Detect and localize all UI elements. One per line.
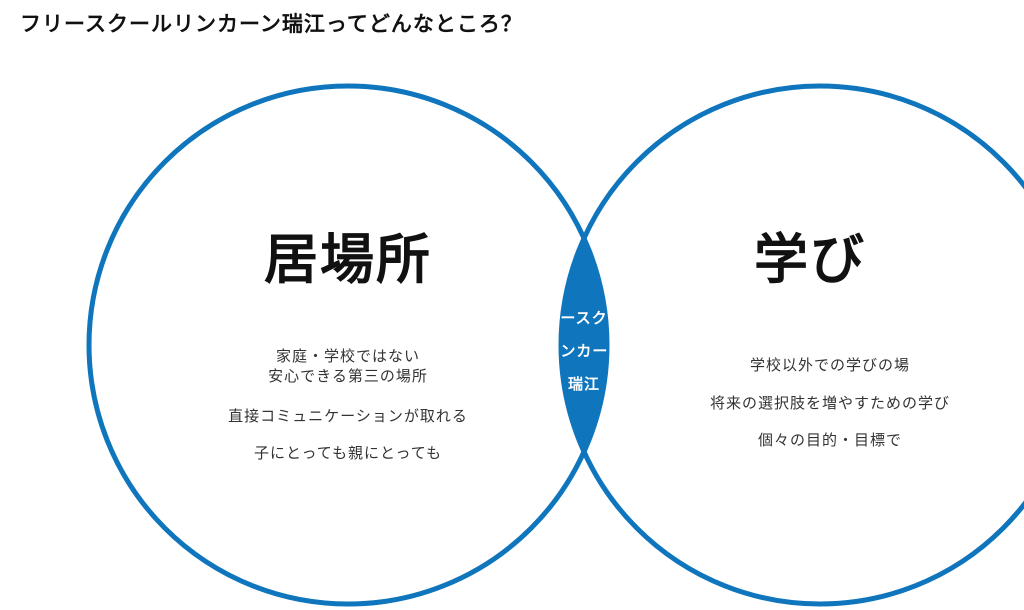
center-label: リンカーン [544,342,624,360]
left-circle [86,83,610,607]
right-point: 個々の目的・目標で [757,431,902,449]
center-label: フリースクール [528,309,640,327]
left-point: 家庭・学校ではない [275,347,420,365]
right-point: 将来の選択肢を増やすための学び [709,394,950,412]
left-point: 子にとっても親にとっても [253,444,443,462]
page-title: フリースクールリンカーン瑞江ってどんなところ？ [20,12,523,36]
right-point: 学校以外での学びの場 [749,356,910,374]
right-circle [558,83,1024,607]
center-label: 瑞江 [567,375,600,393]
left-heading: 居場所 [264,228,432,291]
left-point: 安心できる第三の場所 [268,367,428,385]
left-point: 直接コミュニケーションが取れる [228,407,468,425]
right-heading: 学び [754,228,866,291]
